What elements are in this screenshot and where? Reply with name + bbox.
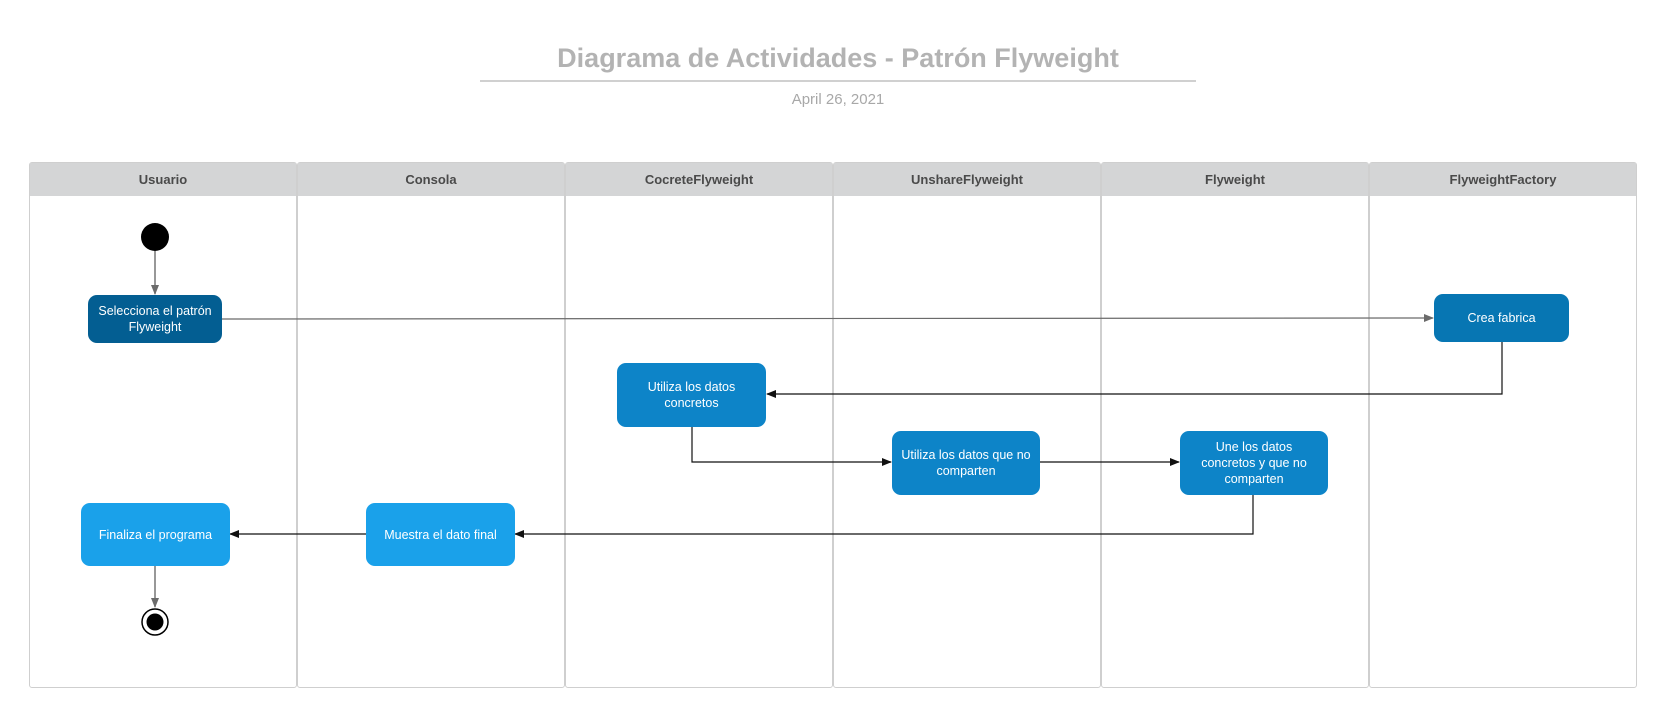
activity-create-factory: Crea fabrica	[1434, 294, 1569, 342]
activity-show-final-data: Muestra el dato final	[366, 503, 515, 566]
activity-end-program: Finaliza el programa	[81, 503, 230, 566]
diagram-date: April 26, 2021	[791, 91, 885, 108]
swimlane-usuario: Usuario	[29, 162, 297, 688]
swimlane-header-flyweight: Flyweight	[1102, 163, 1368, 196]
swimlane-unshareflyweight: UnshareFlyweight	[833, 162, 1101, 688]
swimlane-flyweight: Flyweight	[1101, 162, 1369, 688]
swimlane-header-cocreteflyweight: CocreteFlyweight	[566, 163, 832, 196]
swimlane-header-unshareflyweight: UnshareFlyweight	[834, 163, 1100, 196]
edge-factory-to-concrete	[766, 342, 1503, 398]
swimlane-flyweightfactory: FlyweightFactory	[1369, 162, 1637, 688]
edge-concrete-to-unshared	[691, 427, 892, 466]
swimlane-header-usuario: Usuario	[30, 163, 296, 196]
edge-select-to-factory	[221, 314, 1434, 323]
final-node-core	[146, 613, 164, 631]
diagram-title: Diagrama de Actividades - Patrón Flyweig…	[557, 43, 1119, 73]
activity-select-pattern: Selecciona el patrón Flyweight	[88, 295, 222, 343]
activity-join-data: Une los datos concretos y que no compart…	[1180, 431, 1328, 495]
title-divider	[480, 80, 1196, 82]
activity-use-unshared-data: Utiliza los datos que no comparten	[892, 431, 1040, 495]
swimlane-consola: Consola	[297, 162, 565, 688]
swimlane-header-consola: Consola	[298, 163, 564, 196]
edge-join-to-show	[514, 495, 1254, 538]
activity-use-concrete-data: Utiliza los datos concretos	[617, 363, 766, 427]
initial-node	[141, 223, 169, 251]
swimlane-header-flyweightfactory: FlyweightFactory	[1370, 163, 1636, 196]
